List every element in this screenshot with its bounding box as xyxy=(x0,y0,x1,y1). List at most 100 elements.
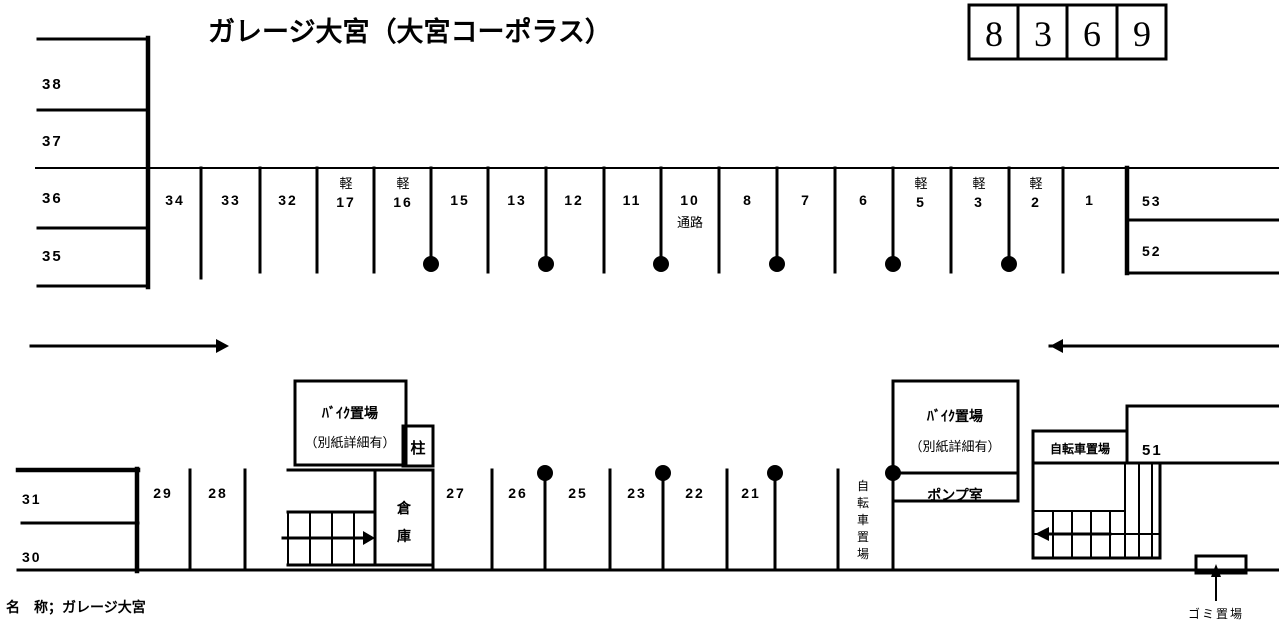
pole-dot-12 xyxy=(538,256,554,272)
stairs-warehouse-left: 倉 庫 xyxy=(281,468,435,567)
bike-parking-right-group: ﾊﾞｲｸ置場 （別紙詳細有） ポンプ室 xyxy=(891,379,1020,503)
warehouse-label-line1: 倉 xyxy=(396,500,412,516)
pump-room-label: ポンプ室 xyxy=(927,487,983,503)
pole-dot-21 xyxy=(767,465,783,481)
stall-label-53: 53 xyxy=(1142,193,1162,209)
stall-label-31: 31 xyxy=(22,491,42,507)
stairs-arrow-left-head xyxy=(363,531,375,545)
stall-label-28: 28 xyxy=(208,485,228,501)
pillar-label: 柱 xyxy=(410,439,425,457)
stall-label-17: 17 xyxy=(336,194,356,210)
arrow-right-head xyxy=(1050,339,1063,353)
stall-label-32: 32 xyxy=(278,192,298,208)
stall-label-6: 6 xyxy=(859,192,869,208)
stall-label-29: 29 xyxy=(153,485,173,501)
bike-parking-right-label: ﾊﾞｲｸ置場 xyxy=(926,408,983,424)
rack-arrow-head xyxy=(1035,527,1049,541)
stall-label-36: 36 xyxy=(42,190,63,207)
stall-label-52: 52 xyxy=(1142,243,1162,259)
stall-label-15: 15 xyxy=(450,192,470,208)
pole-dot-5 xyxy=(885,256,901,272)
bottom-row-dividers xyxy=(188,468,895,572)
stall-label-2: 2 xyxy=(1031,194,1041,210)
bike-parking-right-note: （別紙詳細有） xyxy=(909,439,1000,454)
kei-badge-16: 軽 xyxy=(396,176,409,191)
warehouse-label-line2: 庫 xyxy=(397,528,411,544)
stall-label-8: 8 xyxy=(743,192,753,208)
bicycle-parking-vertical-c2: 転 xyxy=(857,496,869,510)
bike-parking-right-outer xyxy=(891,379,1020,503)
pole-dot-10 xyxy=(653,256,669,272)
stall-label-11: 11 xyxy=(623,192,642,208)
pole-dot-7 xyxy=(769,256,785,272)
pillar-box xyxy=(401,424,435,468)
trash-pointer-head xyxy=(1211,564,1221,577)
stall-label-16: 16 xyxy=(393,194,413,210)
stall-label-3: 3 xyxy=(974,194,984,210)
stall-label-5: 5 xyxy=(916,194,926,210)
bike-parking-left: ﾊﾞｲｸ置場 （別紙詳細有） xyxy=(293,379,408,467)
stall-label-10: 10 xyxy=(680,192,700,208)
trash-area-group: ゴミ置場 xyxy=(1188,554,1248,621)
passage-label: 通路 xyxy=(677,215,703,230)
top-row-dividers xyxy=(199,166,1065,280)
right-stall-block: 53 52 xyxy=(1124,165,1279,276)
bicycle-parking-vertical-c4: 置 xyxy=(857,530,869,544)
pillar-box-group: 柱 xyxy=(401,424,435,468)
page-title: ガレージ大宮（大宮コーポラス） xyxy=(208,16,612,47)
stall-label-27: 27 xyxy=(446,485,466,501)
pole-dot-16 xyxy=(423,256,439,272)
bike-parking-left-note: （別紙詳細有） xyxy=(304,435,395,450)
top-row-labels: 34 33 32 軽 17 軽 16 15 13 12 11 10 通路 8 7… xyxy=(165,176,1095,230)
stall-label-25: 25 xyxy=(568,485,588,501)
bicycle-parking-vertical-c3: 車 xyxy=(857,513,869,527)
code-digit-1: 8 xyxy=(985,14,1003,54)
stall-label-51: 51 xyxy=(1142,442,1163,459)
trash-area-box xyxy=(1194,554,1248,575)
bicycle-parking-right-label: 自転車置場 xyxy=(1050,441,1110,456)
stall-label-22: 22 xyxy=(685,485,705,501)
code-digit-2: 3 xyxy=(1034,14,1052,54)
kei-badge-2: 軽 xyxy=(1029,176,1042,191)
bike-parking-left-box xyxy=(293,379,408,467)
stall-label-12: 12 xyxy=(564,192,584,208)
stall-label-37: 37 xyxy=(42,133,63,150)
top-row-pole-dots xyxy=(423,256,1017,272)
stall-label-21: 21 xyxy=(741,485,761,501)
stall-label-30: 30 xyxy=(22,549,42,565)
pole-dot-22 xyxy=(655,465,671,481)
bicycle-parking-vertical-c5: 場 xyxy=(857,547,869,561)
stall-label-26: 26 xyxy=(508,485,528,501)
stall-label-35: 35 xyxy=(42,248,63,265)
bicycle-parking-vertical-c1: 自 xyxy=(857,479,869,493)
code-digit-4: 9 xyxy=(1133,14,1151,54)
kei-badge-3: 軽 xyxy=(972,176,985,191)
code-digit-3: 6 xyxy=(1083,14,1101,54)
stall-label-33: 33 xyxy=(221,192,241,208)
arrow-left-head xyxy=(216,339,229,353)
bottom-caption: 名 称；ガレージ大宮 xyxy=(6,599,146,616)
code-box-group: 8 3 6 9 xyxy=(967,3,1168,61)
direction-arrow-left xyxy=(29,339,229,353)
warehouse-box xyxy=(373,468,435,567)
direction-arrow-right xyxy=(1048,339,1279,353)
left-stall-block: 38 37 36 35 xyxy=(36,35,151,290)
stall-label-13: 13 xyxy=(507,192,527,208)
bicycle-parking-vertical-group: 自 転 車 置 場 xyxy=(857,479,869,561)
trash-area-label: ゴミ置場 xyxy=(1188,606,1244,621)
stall-label-23: 23 xyxy=(627,485,647,501)
pole-dot-2 xyxy=(1001,256,1017,272)
bicycle-parking-right-group: 自転車置場 51 xyxy=(1031,404,1279,560)
stall-label-38: 38 xyxy=(42,76,63,93)
kei-badge-17: 軽 xyxy=(339,176,352,191)
bottom-row-pole-dots xyxy=(537,465,901,481)
kei-badge-5: 軽 xyxy=(914,176,927,191)
stall-label-7: 7 xyxy=(801,192,811,208)
bike-parking-left-label: ﾊﾞｲｸ置場 xyxy=(321,405,378,421)
stall-label-34: 34 xyxy=(165,192,185,208)
stall-label-1: 1 xyxy=(1085,192,1095,208)
bottom-left-stall-block: 31 30 xyxy=(15,466,141,574)
pole-dot-25 xyxy=(537,465,553,481)
